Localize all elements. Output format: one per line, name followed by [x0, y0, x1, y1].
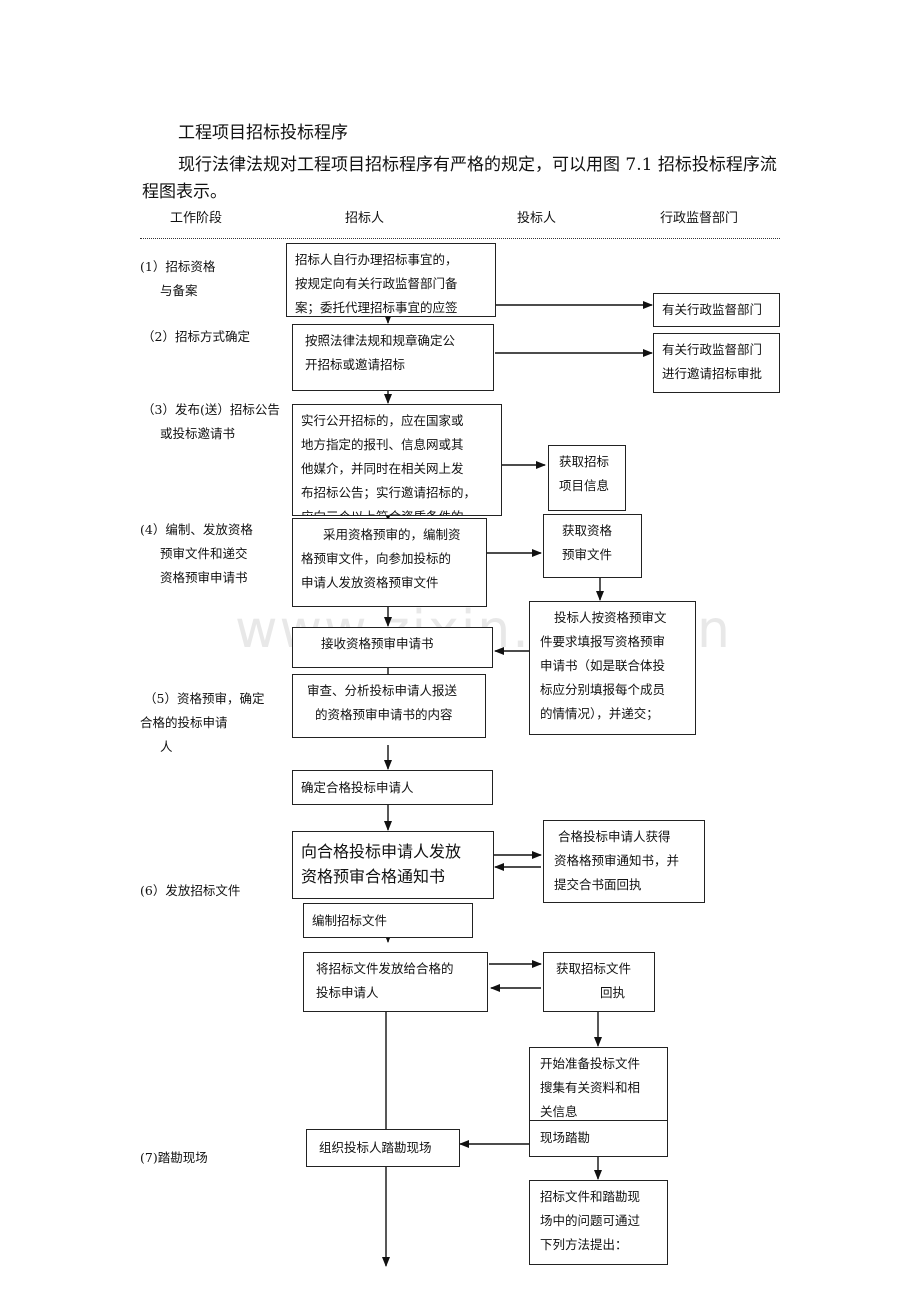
box-method: 按照法律法规和规章确定公 开招标或邀请招标: [292, 324, 494, 391]
box-issue-tender-docs-line: 投标申请人: [316, 985, 379, 1000]
box-review-line: 的资格预审申请书的内容: [315, 707, 453, 722]
box-filing-line: 按规定向有关行政监督部门备: [295, 276, 458, 291]
box-receive-notice-line: 合格投标申请人获得: [558, 829, 671, 844]
box-submit-application-line: 件要求填报写资格预审: [540, 634, 666, 649]
box-raise-questions: 招标文件和踏勘现 场中的问题可通过 下列方法提出：: [529, 1180, 668, 1265]
stage-5: （5）资格预审，确定 合格的投标申请 人: [140, 687, 264, 759]
stage-1-line-2: 与备案: [160, 283, 198, 298]
stage-2: （2）招标方式确定: [142, 325, 250, 349]
box-filing-line: 案；委托代理招标事宜的应签: [295, 300, 458, 315]
stage-3-line-1: （3）发布(送）招标公告: [142, 402, 280, 417]
column-header-regulator: 行政监督部门: [660, 211, 739, 226]
page-title: 工程项目招标投标程序: [178, 123, 348, 143]
stage-5-line-2: 合格的投标申请: [140, 715, 228, 730]
box-issue-tender-docs-line: 将招标文件发放给合格的: [316, 961, 454, 976]
box-site-visit-line: 现场踏勘: [540, 1130, 591, 1145]
stage-5-line-1: （5）资格预审，确定: [144, 691, 265, 706]
stage-4-line-3: 资格预审申请书: [160, 570, 248, 585]
box-prequal-docs: 采用资格预审的，编制资 格预审文件，向参加投标的 申请人发放资格预审文件: [292, 518, 487, 607]
box-get-project-info: 获取招标 项目信息: [548, 445, 626, 511]
stage-3-line-2: 或投标邀请书: [160, 426, 236, 441]
box-filing: 招标人自行办理招标事宜的， 按规定向有关行政监督部门备 案；委托代理招标事宜的应…: [286, 243, 496, 317]
box-submit-application-line: 的情情况），并递交；: [540, 706, 659, 721]
box-method-line: 开招标或邀请招标: [305, 357, 406, 372]
box-admin-filing-line: 有关行政监督部门: [662, 302, 763, 317]
stage-7-line-1: (7)踏勘现场: [140, 1150, 208, 1165]
box-prepare-tender-docs: 编制招标文件: [303, 903, 473, 938]
stage-3: （3）发布(送）招标公告 或投标邀请书: [142, 398, 280, 446]
box-announcement-line: 应向三个以上符合资质条件的: [301, 505, 493, 515]
box-submit-application-line: 标应分别填报每个成员: [540, 682, 666, 697]
box-get-project-info-line: 项目信息: [559, 478, 610, 493]
stage-4: (4）编制、发放资格 预审文件和递交 资格预审申请书: [140, 518, 253, 590]
box-receive-notice-line: 资格格预审通知书，并: [554, 853, 680, 868]
box-send-notice-line: 资格预审合格通知书: [301, 867, 446, 886]
box-submit-application-line: 申请书（如是联合体投: [540, 658, 666, 673]
box-method-line: 按照法律法规和规章确定公: [305, 333, 456, 348]
box-prequal-docs-line: 采用资格预审的，编制资: [323, 527, 461, 542]
box-get-tender-docs-line: 回执: [600, 985, 626, 1000]
stage-6-line-1: (6）发放招标文件: [140, 883, 241, 898]
box-start-bid-prep: 开始准备投标文件 搜集有关资料和相 关信息: [529, 1047, 668, 1121]
stage-1-line-1: (1）招标资格: [140, 259, 216, 274]
stage-4-line-2: 预审文件和递交: [160, 546, 248, 561]
stage-7: (7)踏勘现场: [140, 1146, 208, 1170]
box-receive-notice: 合格投标申请人获得 资格格预审通知书，并 提交合书面回执: [543, 820, 705, 903]
box-announcement-line: 实行公开招标的，应在国家或: [301, 413, 464, 428]
stage-1: (1）招标资格 与备案: [140, 255, 215, 303]
stage-5-line-3: 人: [160, 739, 173, 754]
box-qualified-applicants-line: 确定合格投标申请人: [301, 780, 414, 795]
box-announcement-line: 布招标公告；实行邀请招标的，: [301, 485, 477, 500]
box-submit-application-line: 投标人按资格预审文: [554, 610, 667, 625]
box-send-notice: 向合格投标申请人发放 资格预审合格通知书: [292, 831, 494, 899]
box-announcement-line: 地方指定的报刊、信息网或其: [301, 437, 464, 452]
box-site-visit: 现场踏勘: [529, 1120, 668, 1157]
box-issue-tender-docs: 将招标文件发放给合格的 投标申请人: [303, 952, 488, 1012]
stage-4-line-1: (4）编制、发放资格: [140, 522, 253, 537]
column-header-bidder: 投标人: [517, 211, 557, 226]
box-admin-approval: 有关行政监督部门 进行邀请招标审批: [653, 333, 780, 393]
box-start-bid-prep-line: 关信息: [540, 1104, 578, 1119]
box-start-bid-prep-line: 搜集有关资料和相: [540, 1080, 641, 1095]
box-get-project-info-line: 获取招标: [559, 454, 610, 469]
box-prequal-docs-line: 申请人发放资格预审文件: [301, 575, 439, 590]
box-review-line: 审查、分析投标申请人报送: [307, 683, 458, 698]
intro-paragraph: 现行法律法规对工程项目招标程序有严格的规定，可以用图 7.1 招标投标程序流程图…: [142, 155, 777, 202]
box-filing-line: 招标人自行办理招标事宜的，: [295, 252, 458, 267]
box-raise-questions-line: 下列方法提出：: [540, 1237, 628, 1252]
box-get-prequal-docs-line: 预审文件: [562, 547, 613, 562]
box-admin-approval-line: 有关行政监督部门: [662, 342, 763, 357]
box-organize-site-visit-line: 组织投标人踏勘现场: [319, 1140, 432, 1155]
box-announcement-line: 他媒介，并同时在相关网上发: [301, 461, 464, 476]
box-receive-applications-line: 接收资格预审申请书: [321, 636, 434, 651]
column-header-stage: 工作阶段: [170, 211, 223, 226]
box-announcement: 实行公开招标的，应在国家或 地方指定的报刊、信息网或其 他媒介，并同时在相关网上…: [292, 404, 502, 516]
box-qualified-applicants: 确定合格投标申请人: [292, 770, 493, 805]
box-prequal-docs-line: 格预审文件，向参加投标的: [301, 551, 452, 566]
box-get-prequal-docs: 获取资格 预审文件: [543, 514, 642, 578]
box-raise-questions-line: 场中的问题可通过: [540, 1213, 641, 1228]
box-receive-applications: 接收资格预审申请书: [292, 627, 493, 668]
box-review: 审查、分析投标申请人报送 的资格预审申请书的内容: [292, 674, 486, 738]
box-get-prequal-docs-line: 获取资格: [562, 523, 613, 538]
box-admin-filing: 有关行政监督部门: [653, 293, 780, 327]
stage-2-line-1: （2）招标方式确定: [142, 329, 250, 344]
box-receive-notice-line: 提交合书面回执: [554, 877, 642, 892]
box-get-tender-docs-line: 获取招标文件: [556, 961, 632, 976]
box-organize-site-visit: 组织投标人踏勘现场: [306, 1129, 460, 1167]
stage-6: (6）发放招标文件: [140, 879, 240, 903]
box-prepare-tender-docs-line: 编制招标文件: [312, 913, 388, 928]
box-start-bid-prep-line: 开始准备投标文件: [540, 1056, 641, 1071]
box-get-tender-docs: 获取招标文件 回执: [543, 952, 655, 1012]
box-raise-questions-line: 招标文件和踏勘现: [540, 1189, 641, 1204]
box-send-notice-line: 向合格投标申请人发放: [301, 842, 462, 861]
box-submit-application: 投标人按资格预审文 件要求填报写资格预审 申请书（如是联合体投 标应分别填报每个…: [529, 601, 696, 735]
column-header-tenderer: 招标人: [345, 211, 385, 226]
box-admin-approval-line: 进行邀请招标审批: [662, 366, 763, 381]
header-divider: [140, 238, 780, 239]
